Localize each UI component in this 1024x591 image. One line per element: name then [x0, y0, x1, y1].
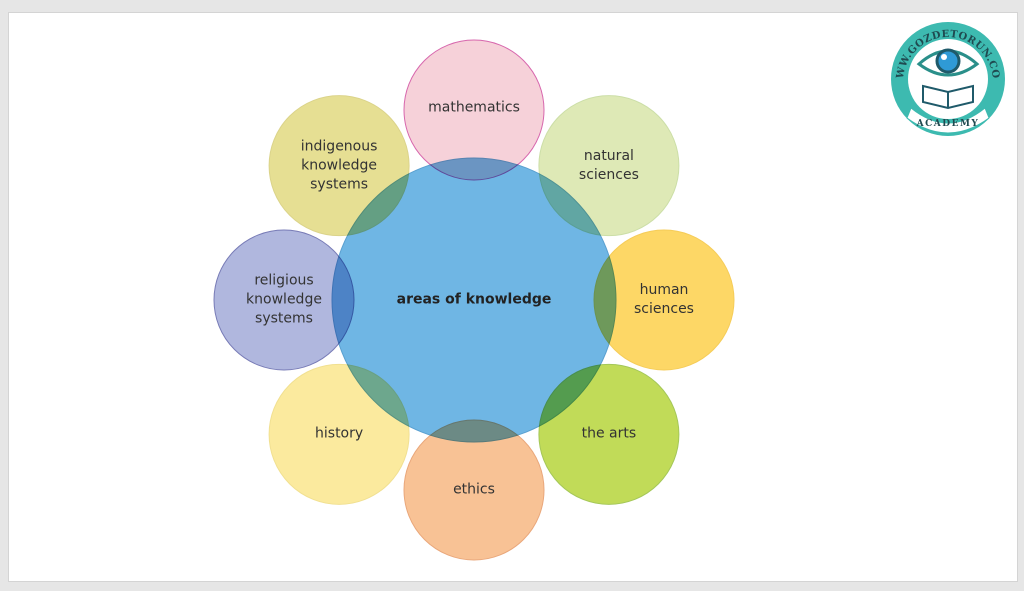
- gozdetorun-academy-logo: WWW.GOZDETORUN.COM ACADEMY: [889, 20, 1005, 136]
- area-label-line: indigenous: [300, 138, 378, 155]
- area-circle-ethics: [403, 419, 545, 561]
- area-label: the arts: [582, 425, 637, 444]
- area-label-line: knowledge: [246, 291, 322, 308]
- center-label: areas of knowledge: [396, 291, 552, 308]
- area-circle-indigenous-knowledge-systems: [268, 95, 410, 237]
- area-circle-the-arts: [538, 363, 680, 505]
- area-label-line: systems: [255, 310, 313, 327]
- area-label-line: sciences: [578, 166, 639, 183]
- area-label: history: [315, 425, 363, 444]
- area-label: human sciences: [634, 281, 694, 319]
- area-label-line: human: [639, 282, 689, 298]
- area-label-line: mathematics: [428, 99, 520, 116]
- area-label: natural sciences: [579, 147, 639, 185]
- area-label-line: ethics: [453, 481, 495, 498]
- area-label-line: natural: [583, 147, 634, 164]
- area-label-line: systems: [310, 176, 369, 193]
- area-label-line: sciences: [634, 301, 694, 317]
- area-circle-religious-knowledge-systems: [213, 229, 355, 371]
- area-label: mathematics: [428, 99, 520, 118]
- area-label: religious knowledge systems: [246, 272, 322, 329]
- area-label: indigenous knowledge systems: [301, 137, 378, 194]
- area-label-line: the arts: [581, 425, 637, 442]
- area-label-line: knowledge: [301, 157, 378, 174]
- logo-academy-text: ACADEMY: [916, 119, 980, 129]
- area-circle-human-sciences: [593, 229, 735, 371]
- area-circle-natural-sciences: [538, 95, 680, 237]
- area-circle-history: [268, 363, 410, 505]
- area-circle-mathematics: [403, 39, 545, 181]
- area-label-line: religious: [254, 272, 314, 289]
- area-label: ethics: [453, 481, 495, 500]
- area-label-line: history: [315, 425, 364, 442]
